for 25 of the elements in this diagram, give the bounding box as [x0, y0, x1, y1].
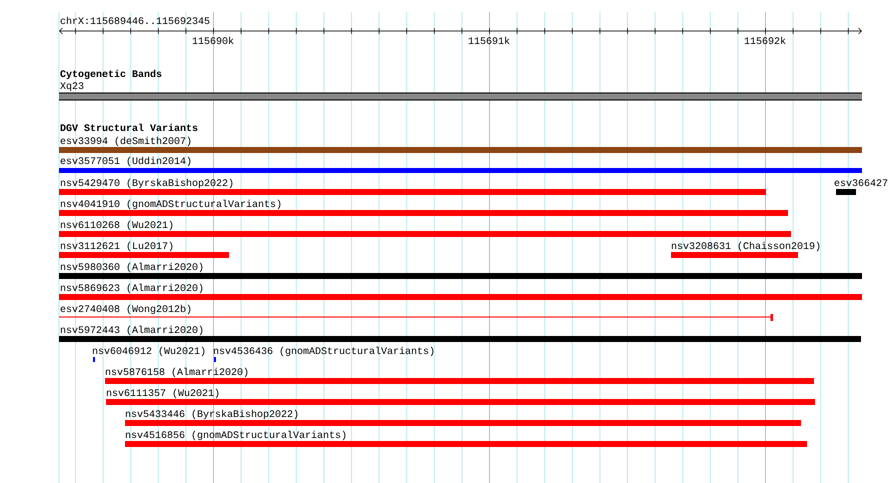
- track-heading: DGV Structural Variants: [60, 124, 198, 132]
- variant-label: nsv5980360 (Almarri2020): [60, 262, 202, 272]
- variant-label: nsv3112621 (Lu2017): [60, 242, 172, 252]
- variant-label: nsv5972443 (Almarri2020): [60, 326, 202, 336]
- position-label: chrX:115689446..115692345: [60, 16, 210, 24]
- variant-label: nsv6046912 (Wu2021): [92, 346, 204, 356]
- tick-label: 115691k: [468, 36, 510, 44]
- variant-label: nsv5876158 (Almarri2020): [106, 368, 248, 378]
- variant-label: nsv6111357 (Wu2021): [106, 388, 218, 398]
- variant-label: esv2740408 (Wong2012b): [60, 304, 190, 314]
- variant-label: nsv4041910 (gnomADStructuralVariants): [60, 200, 280, 210]
- tick-label: 115690k: [192, 36, 234, 44]
- variant-label: nsv5429470 (ByrskaBishop2022): [60, 178, 232, 188]
- variant-label: nsv3208631 (Chaisson2019): [672, 242, 820, 252]
- tick-label: 115692k: [744, 36, 786, 44]
- variant-label: nsv5869623 (Almarri2020): [60, 284, 202, 294]
- variant-label: nsv6110268 (Wu2021): [60, 220, 172, 230]
- variant-label: esv3577051 (Uddin2014): [60, 156, 190, 166]
- variant-label: Xq23: [60, 82, 84, 92]
- variant-label: esv366427: [834, 179, 888, 186]
- track-heading: Cytogenetic Bands: [60, 70, 162, 80]
- variant-label: nsv4536436 (gnomADStructuralVariants): [214, 346, 434, 356]
- variant-label: esv33994 (deSmith2007): [60, 136, 190, 146]
- variant-label: nsv4516856 (gnomADStructuralVariants): [126, 430, 346, 440]
- variant-label: nsv5433446 (ByrskaBishop2022): [126, 410, 298, 420]
